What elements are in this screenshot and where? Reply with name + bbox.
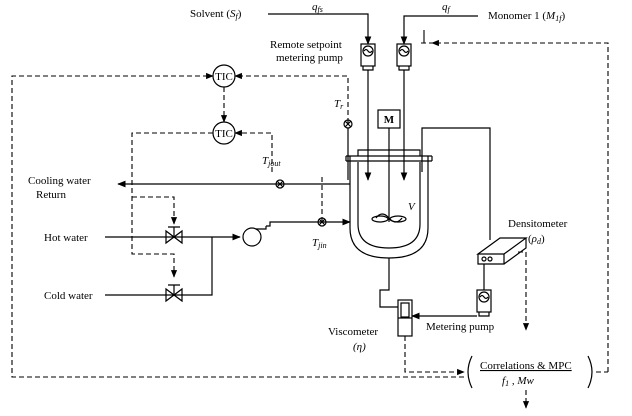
solvent-metering-pump bbox=[360, 43, 376, 71]
tic-to-hot-valve bbox=[132, 196, 178, 225]
metering-pump-label: metering pump bbox=[276, 52, 343, 64]
return-label: Return bbox=[36, 189, 66, 201]
circulation-pump: Tjin bbox=[242, 217, 351, 250]
tr-label: Tr bbox=[334, 98, 344, 111]
solvent-label: Solvent (Sf) bbox=[190, 8, 242, 21]
correlations-mpc-title: Correlations & MPC bbox=[480, 360, 572, 372]
viscometer-label: Viscometer bbox=[328, 326, 378, 338]
densitometer: Densitometer (ρd) bbox=[476, 218, 568, 331]
viscosity-signal bbox=[404, 336, 465, 376]
mpc-setpoint-to-pump bbox=[431, 39, 609, 372]
tr-sensor: Tr bbox=[334, 98, 353, 180]
temperature-controllers: TIC TIC bbox=[11, 30, 609, 378]
agitator-motor: M bbox=[371, 109, 407, 223]
impeller-icon bbox=[375, 213, 403, 223]
solvent-feed: Solvent (Sf) qfs bbox=[190, 1, 372, 45]
cold-water-label: Cold water bbox=[44, 290, 93, 302]
density-signal bbox=[518, 251, 530, 331]
densitometer-label: Densitometer bbox=[508, 218, 568, 230]
hot-water-label: Hot water bbox=[44, 232, 88, 244]
density-symbol: (ρd) bbox=[528, 233, 545, 246]
viscometer: Viscometer (η) bbox=[328, 299, 465, 376]
cold-water-line-group: Cold water bbox=[44, 237, 213, 303]
viscosity-symbol: (η) bbox=[353, 341, 366, 353]
reactor: V bbox=[345, 127, 491, 308]
monomer-label: Monomer 1 (M1f) bbox=[488, 10, 565, 23]
tjin-label: Tjin bbox=[312, 237, 327, 250]
remote-setpoint-pumps: Remote setpoint metering pump bbox=[270, 39, 412, 181]
cold-water-valve bbox=[165, 284, 183, 303]
reactor-lid bbox=[357, 149, 421, 156]
hot-water-valve bbox=[165, 226, 183, 245]
hot-water-line-group: Hot water bbox=[44, 226, 241, 245]
densitometer-body bbox=[477, 238, 527, 265]
correlations-mpc-block: Correlations & MPC f1 , Mw bbox=[467, 355, 608, 409]
qf-label: qf bbox=[442, 1, 452, 14]
volume-label: V bbox=[408, 201, 416, 213]
sample-pump-icon bbox=[476, 289, 492, 313]
monomer-line bbox=[400, 15, 478, 45]
remote-setpoint-label: Remote setpoint bbox=[270, 39, 342, 51]
tr-signal bbox=[234, 72, 349, 123]
tic-to-cold-valve bbox=[131, 132, 213, 278]
pump-icon bbox=[242, 227, 262, 247]
tjout-label: Tjout bbox=[262, 155, 281, 168]
reactor-wall bbox=[357, 162, 421, 249]
cold-water-line bbox=[105, 237, 213, 296]
solvent-line bbox=[268, 13, 372, 45]
mpc-setpoint-to-tic bbox=[11, 72, 464, 378]
motor-label: M bbox=[384, 114, 395, 126]
cooling-water-label: Cooling water bbox=[28, 175, 91, 187]
metering-pump-label-2: Metering pump bbox=[426, 321, 495, 333]
sample-line bbox=[421, 127, 491, 240]
tic-primary-label: TIC bbox=[215, 71, 233, 83]
monomer-feed: Monomer 1 (M1f) qf bbox=[400, 1, 565, 45]
reactor-outlet bbox=[379, 258, 398, 308]
sample-metering-pump: Metering pump bbox=[411, 289, 495, 333]
jacket-inlet-line bbox=[266, 218, 351, 227]
tjout-sensor bbox=[275, 179, 285, 189]
monomer-metering-pump bbox=[396, 43, 412, 71]
qfs-label: qfs bbox=[312, 1, 323, 14]
cooling-water-return: Tjout Cooling water Return bbox=[28, 155, 350, 201]
tjout-signal bbox=[234, 129, 273, 172]
tic-secondary-label: TIC bbox=[215, 128, 233, 140]
outputs-label: f1 , Mw bbox=[502, 375, 534, 388]
tjin-sensor bbox=[317, 217, 327, 227]
